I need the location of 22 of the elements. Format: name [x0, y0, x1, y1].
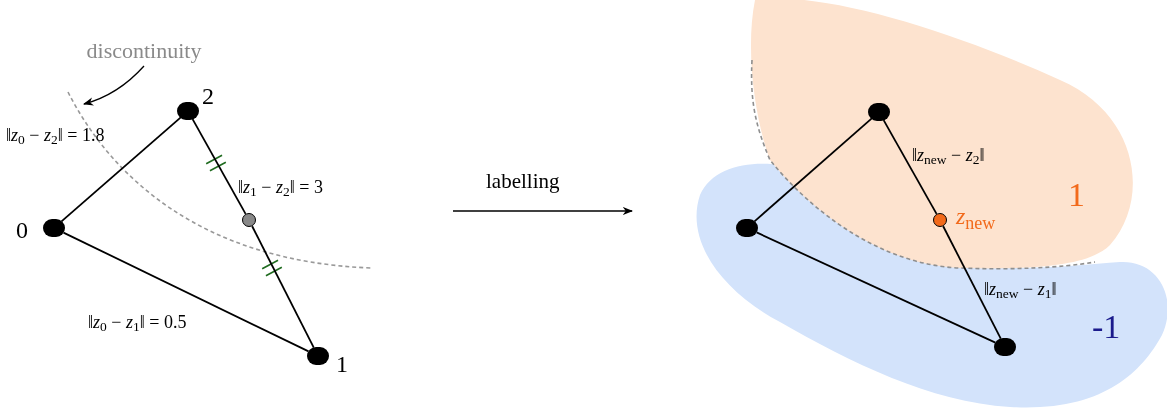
graph-edge [942, 225, 1002, 340]
graph-edge [191, 118, 247, 215]
vertex-label: 0 [16, 218, 28, 242]
edge-label: ‖z$_{new}$ − z$_{2}$‖ [912, 144, 985, 167]
annotation-text: discontinuity [86, 40, 202, 62]
edge-label: ‖z$_{0}$ − z$_{1}$‖ = 0.5 [88, 311, 187, 334]
graph-edge [62, 231, 310, 353]
vertex-label: 1 [336, 352, 348, 376]
graph-edge [753, 117, 873, 223]
graph-edge [882, 119, 938, 215]
vertex-label: z$_{new}$ [956, 204, 996, 228]
edge-label: ‖z$_{new}$ − z$_{1}$‖ [984, 278, 1057, 301]
leader-arrow [83, 65, 145, 106]
class-label: 1 [1068, 178, 1085, 212]
vertex-label: 2 [202, 84, 214, 108]
edge-label: ‖z$_{1}$ − z$_{2}$‖ = 3 [238, 176, 323, 199]
edge-label: ‖z$_{0}$ − z$_{2}$‖ = 1.8 [6, 124, 105, 147]
class-label: -1 [1092, 310, 1121, 344]
graph-edge [60, 116, 182, 223]
transition-label: labelling [486, 168, 560, 195]
graph-edge [755, 231, 997, 344]
graph-edge [251, 225, 315, 349]
